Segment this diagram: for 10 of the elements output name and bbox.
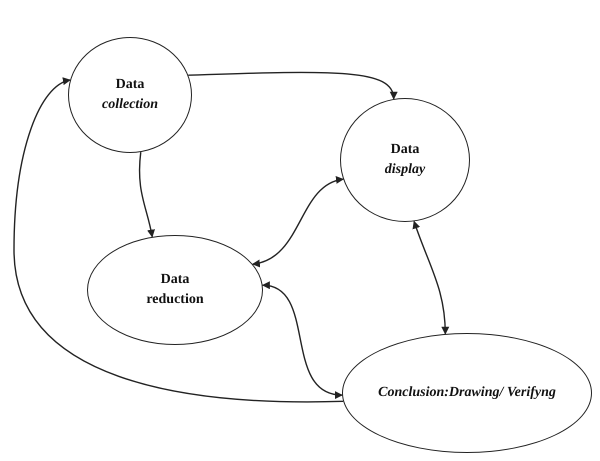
curved-arrow — [188, 72, 396, 100]
curved-arrow — [262, 282, 343, 398]
curved-arrow — [13, 78, 344, 403]
node-label: Data collection — [101, 76, 159, 114]
curved-arrow — [252, 177, 344, 266]
node-label: Data display — [384, 140, 426, 179]
curved-arrow — [138, 152, 155, 238]
node-label: Conclusion:Drawing/ Verifyng — [378, 384, 556, 402]
curved-arrow — [412, 220, 450, 335]
node-label: Data reduction — [145, 270, 205, 309]
